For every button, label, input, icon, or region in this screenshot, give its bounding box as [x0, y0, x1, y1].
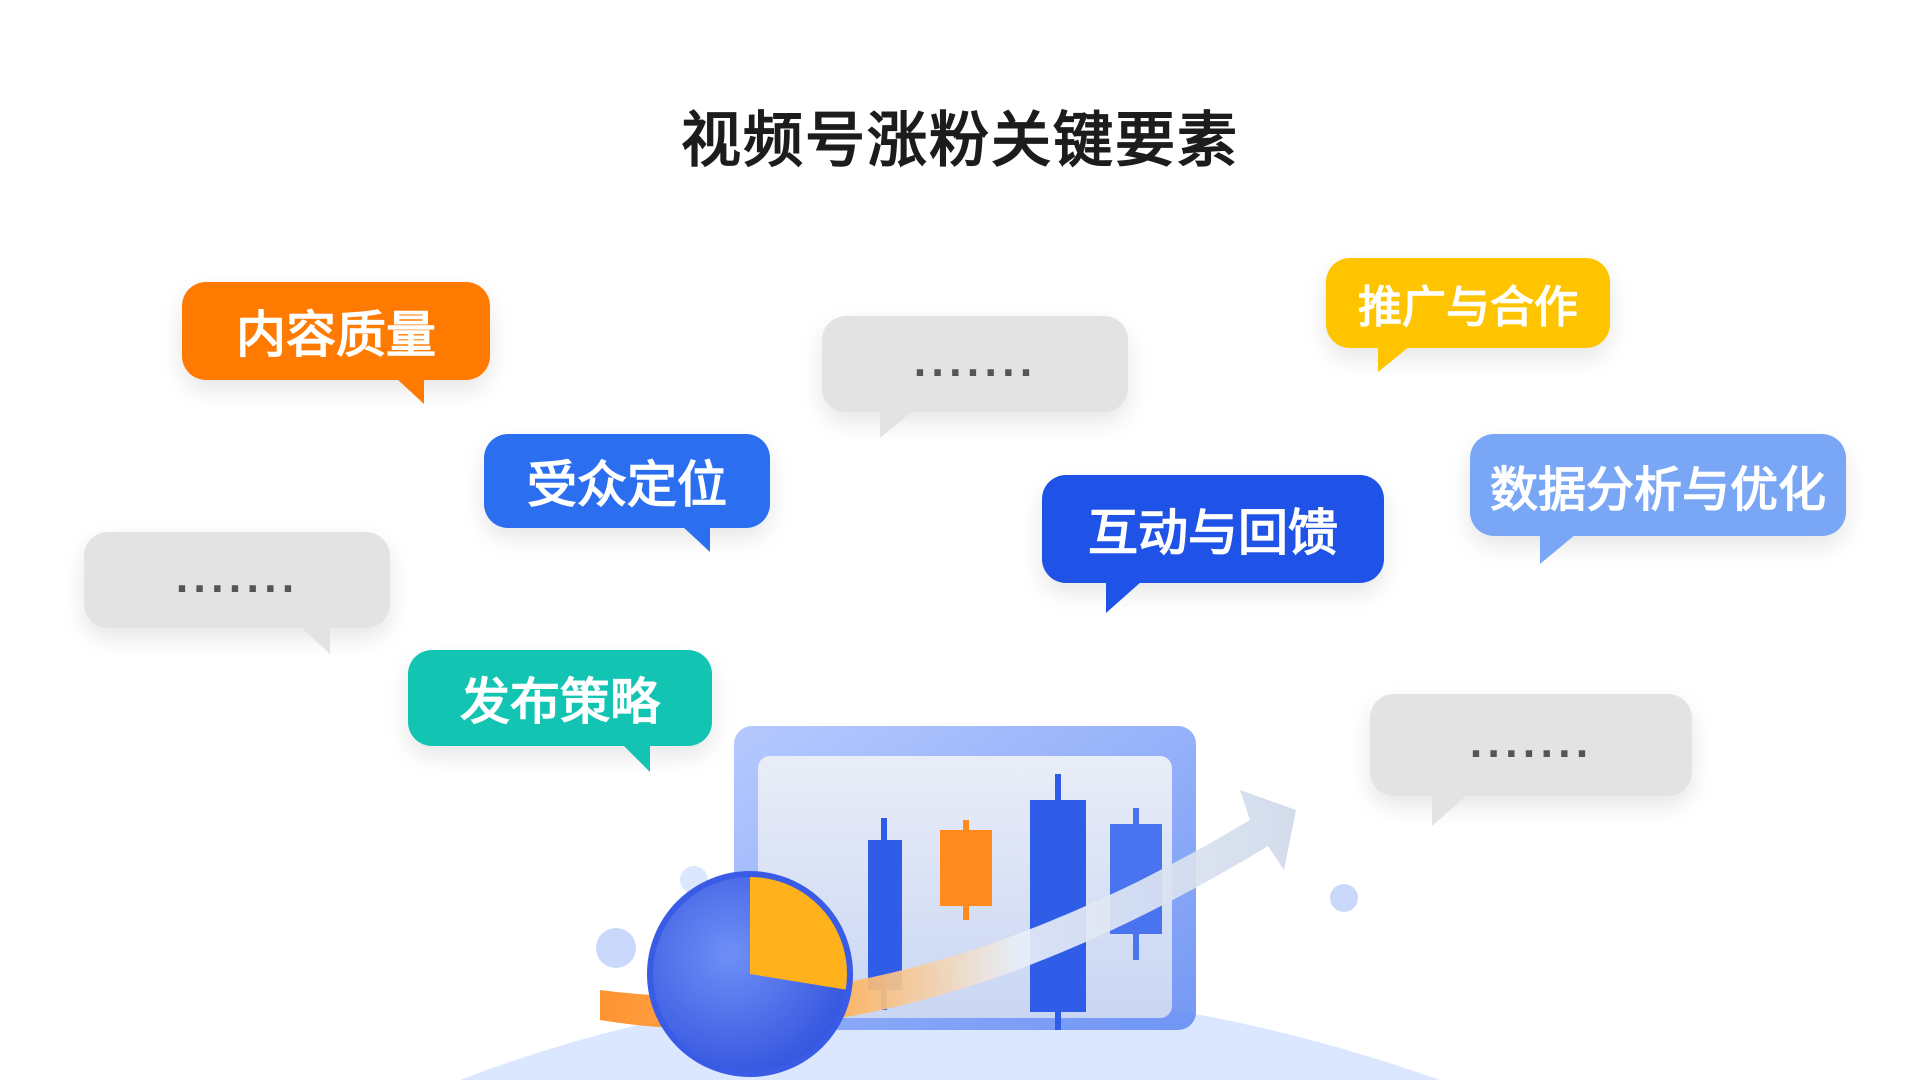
- bubble-label: 发布策略: [460, 673, 660, 731]
- bubble-content-quality: 内容质量: [182, 282, 490, 404]
- bubble-placeholder: .......: [84, 532, 390, 654]
- bubble-tail: [1106, 581, 1142, 613]
- candle-bar: [868, 840, 902, 990]
- bubble-label: 内容质量: [236, 306, 436, 364]
- pie-slice: [750, 874, 850, 990]
- decor-dot: [1330, 884, 1358, 912]
- bubble-label: 推广与合作: [1358, 282, 1578, 333]
- bubble-tail: [396, 378, 424, 404]
- bubble-data-analysis: 数据分析与优化: [1470, 434, 1846, 564]
- bubble-label: 互动与回馈: [1088, 504, 1338, 562]
- bubble-publishing-strategy: 发布策略: [408, 650, 712, 772]
- bubble-tail: [682, 526, 710, 552]
- bubble-ellipsis: .......: [175, 559, 299, 601]
- bubble-tail: [622, 744, 650, 772]
- bubble-placeholder: .......: [1370, 694, 1692, 826]
- candlesticks: [868, 774, 1162, 1030]
- bubble-interaction-feedback: 互动与回馈: [1042, 475, 1384, 613]
- decor-dot: [596, 928, 636, 968]
- bubble-tail: [1432, 794, 1468, 826]
- bubble-ellipsis: .......: [1469, 724, 1593, 766]
- bubble-audience-targeting: 受众定位: [484, 434, 770, 552]
- page-title: 视频号涨粉关键要素: [681, 106, 1239, 176]
- bubble-tail: [880, 410, 914, 438]
- bubble-tail: [1540, 534, 1576, 564]
- candle-bar: [1030, 800, 1086, 1012]
- bubble-placeholder: .......: [822, 316, 1128, 438]
- bubble-ellipsis: .......: [913, 343, 1037, 385]
- bubble-label: 数据分析与优化: [1489, 462, 1826, 518]
- bubble-promotion-cooperation: 推广与合作: [1326, 258, 1610, 372]
- bubble-tail: [1378, 346, 1410, 372]
- bubble-label: 受众定位: [527, 456, 727, 514]
- bubble-tail: [300, 626, 330, 654]
- candle-bar: [940, 830, 992, 906]
